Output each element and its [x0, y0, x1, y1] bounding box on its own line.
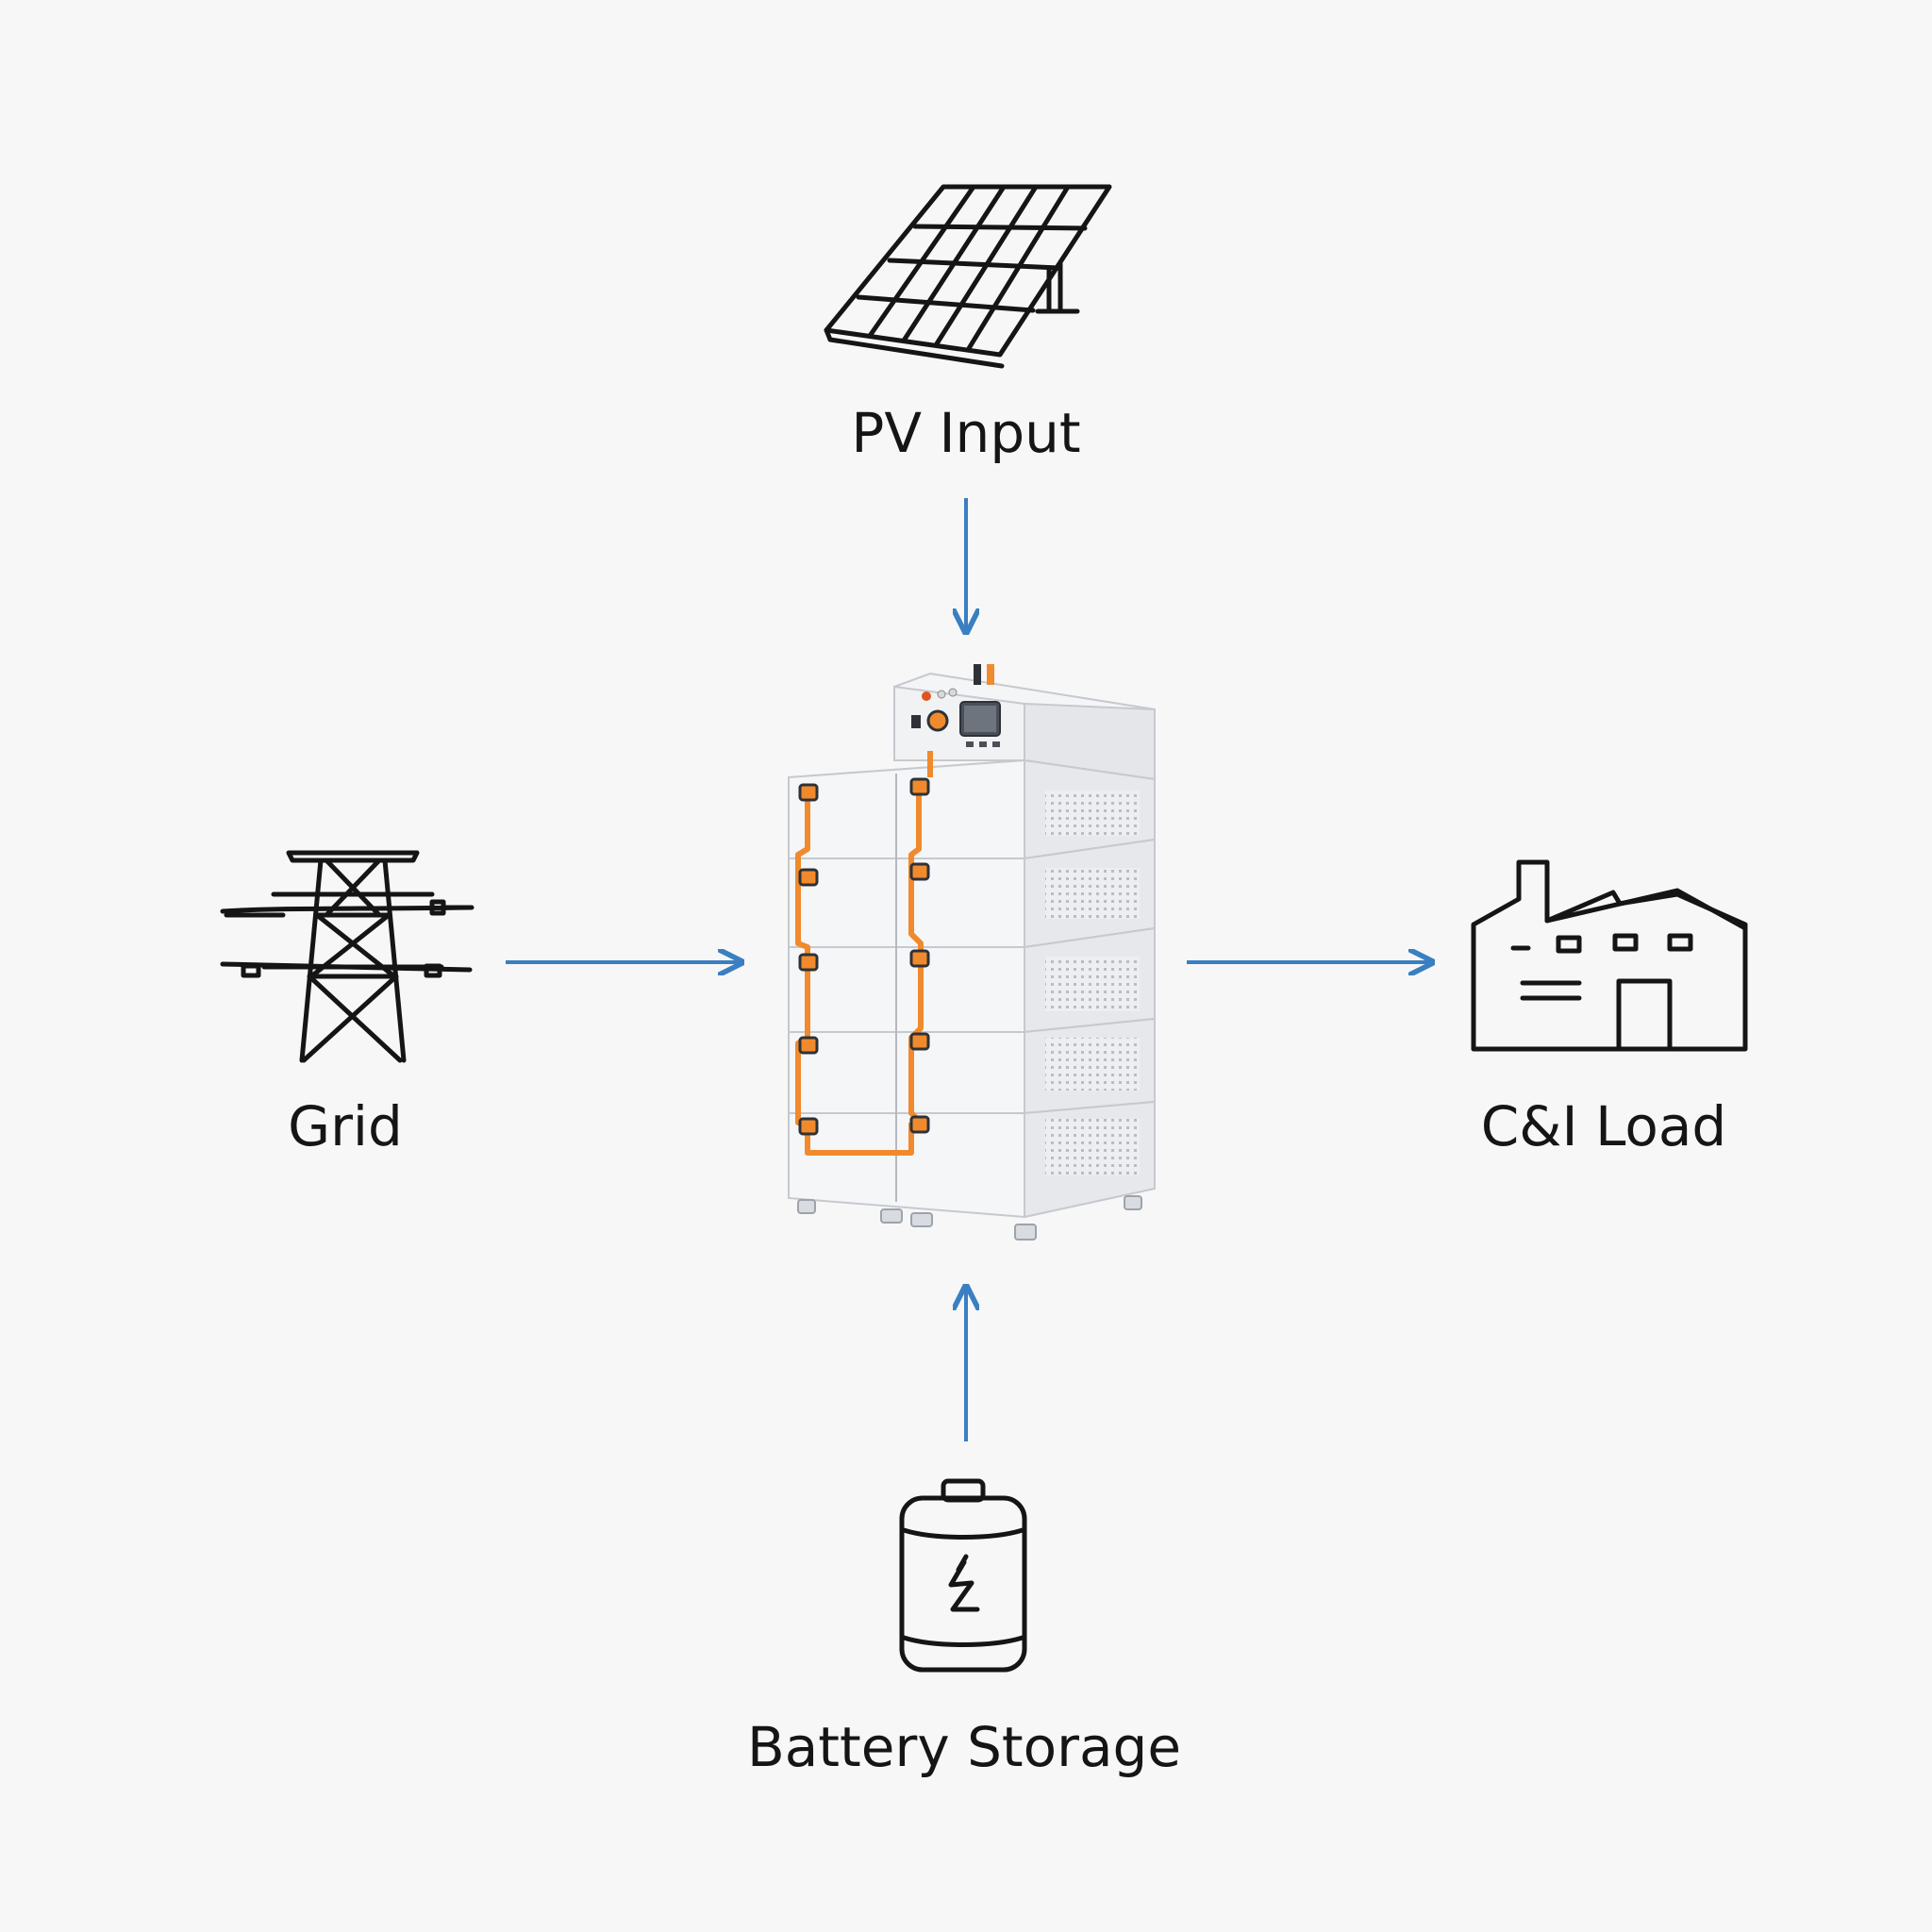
solar-panel-icon: [824, 184, 1112, 369]
battery-storage-label: Battery Storage: [746, 1715, 1182, 1779]
factory-icon: [1471, 859, 1748, 1052]
battery-icon: [899, 1478, 1027, 1673]
battery-modules: [788, 758, 1156, 1219]
cabinet-feet: [797, 1195, 1142, 1241]
transmission-tower-icon: [220, 850, 475, 1063]
control-module: [893, 664, 1156, 781]
pv-input-label: PV Input: [851, 401, 1081, 465]
stacked-energy-storage-cabinet: [788, 664, 1156, 1241]
terminal-connectors: [798, 777, 930, 1136]
grid-label: Grid: [288, 1094, 403, 1158]
load-label: C&I Load: [1480, 1094, 1727, 1158]
arrows: [506, 498, 1432, 1441]
